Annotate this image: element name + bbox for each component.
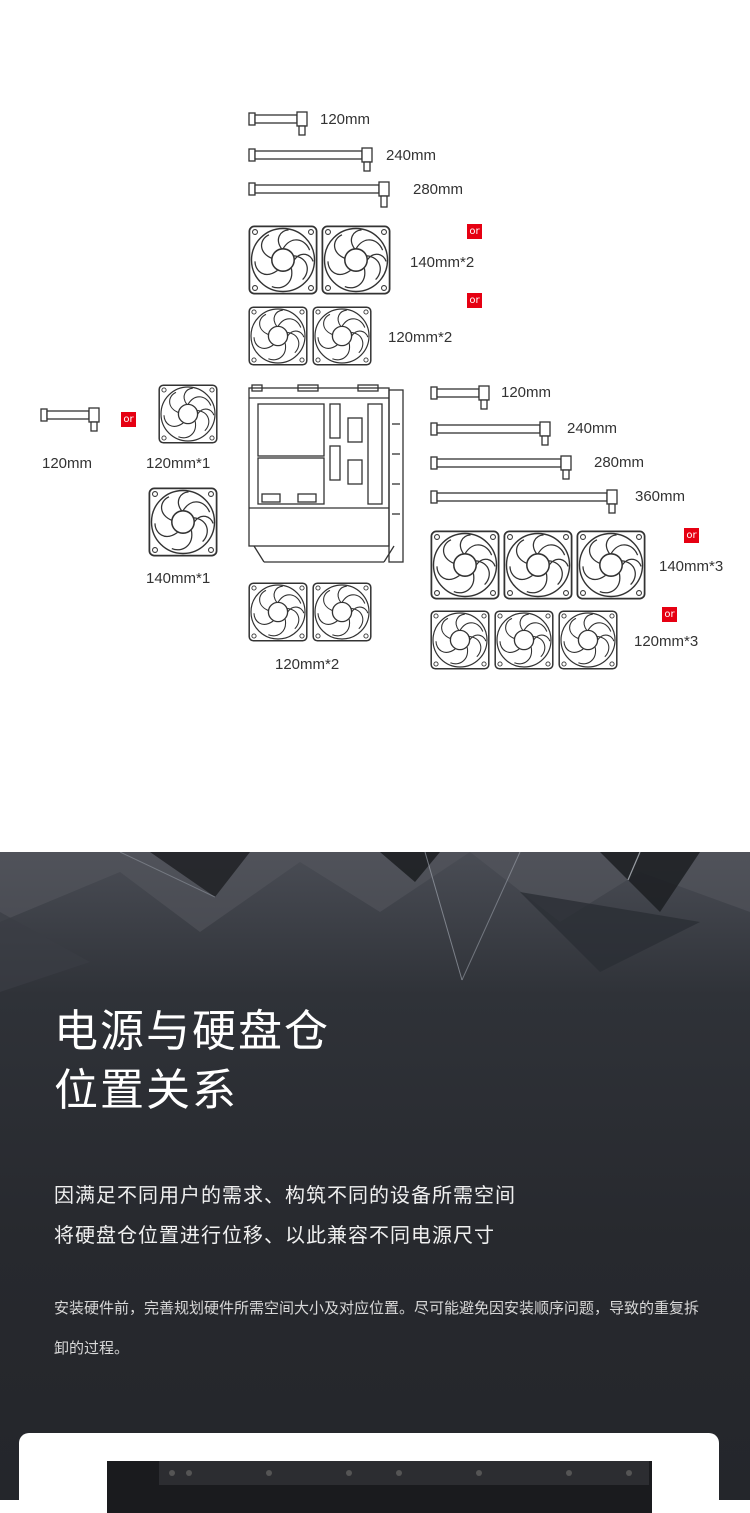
- front-radiator-label-3: 280mm: [594, 454, 645, 471]
- section-title-line2: 位置关系: [54, 1065, 238, 1116]
- fan-120-icon: [248, 306, 308, 366]
- bottom-fan-label: 120mm*2: [275, 656, 340, 673]
- radiator-120-front-icon: [430, 385, 490, 410]
- fan-140-icon: [321, 225, 391, 295]
- or-badge: or: [121, 412, 136, 427]
- radiator-120-top-icon: [248, 111, 308, 136]
- rear-radiator-label: 120mm: [42, 455, 93, 472]
- fan-140-icon: [430, 530, 500, 600]
- top-radiator-label-3: 280mm: [413, 181, 464, 198]
- radiator-280-front-icon: [430, 455, 572, 480]
- top-fan-label-1: 140mm*2: [410, 254, 475, 271]
- fan-120-icon: [312, 306, 372, 366]
- radiator-280-top-icon: [248, 181, 390, 208]
- section-subtitle-line1: 因满足不同用户的需求、构筑不同的设备所需空间: [54, 1183, 516, 1207]
- top-fan-label-2: 120mm*2: [388, 329, 453, 346]
- rear-fan-label-2: 140mm*1: [146, 570, 211, 587]
- section-description: 安装硬件前，完善规划硬件所需空间大小及对应位置。尽可能避免因安装顺序问题，导致的…: [54, 1299, 700, 1357]
- fan-120-icon: [558, 610, 618, 670]
- fan-120-icon: [158, 384, 218, 444]
- radiator-240-front-icon: [430, 421, 551, 446]
- front-radiator-label-4: 360mm: [635, 488, 686, 505]
- radiator-240-top-icon: [248, 147, 373, 172]
- background-shapes: [0, 852, 750, 992]
- or-badge: or: [467, 224, 482, 239]
- section-subtitle-line2: 将硬盘仓位置进行位移、以此兼容不同电源尺寸: [54, 1223, 495, 1247]
- case-photo-card: [19, 1433, 719, 1513]
- fan-140-icon: [248, 225, 318, 295]
- front-fan-label-1: 140mm*3: [659, 558, 724, 575]
- psu-hdd-section: 电源与硬盘仓 位置关系 因满足不同用户的需求、构筑不同的设备所需空间 将硬盘仓位…: [0, 852, 750, 1500]
- top-radiator-label-2: 240mm: [386, 147, 437, 164]
- pc-case-icon: [248, 384, 404, 563]
- front-radiator-label-1: 120mm: [501, 384, 552, 401]
- cooling-diagram: 120mm 240mm 280mm or 140mm*2 or 120mm*2 …: [40, 111, 724, 673]
- or-badge: or: [467, 293, 482, 308]
- rear-fan-label-1: 120mm*1: [146, 455, 211, 472]
- or-badge: or: [684, 528, 699, 543]
- section-title-line1: 电源与硬盘仓: [54, 1006, 330, 1057]
- radiator-360-front-icon: [430, 489, 618, 514]
- front-radiator-label-2: 240mm: [567, 420, 618, 437]
- fan-120-icon: [494, 610, 554, 670]
- fan-140-icon: [576, 530, 646, 600]
- fan-120-icon: [430, 610, 490, 670]
- fan-140-icon: [148, 487, 218, 557]
- fan-120-icon: [248, 582, 308, 642]
- case-photo-image: [107, 1461, 652, 1513]
- radiator-120-rear-icon: [40, 407, 100, 432]
- top-radiator-label-1: 120mm: [320, 111, 371, 128]
- front-fan-label-2: 120mm*3: [634, 633, 699, 650]
- fan-120-icon: [312, 582, 372, 642]
- or-badge: or: [662, 607, 677, 622]
- fan-140-icon: [503, 530, 573, 600]
